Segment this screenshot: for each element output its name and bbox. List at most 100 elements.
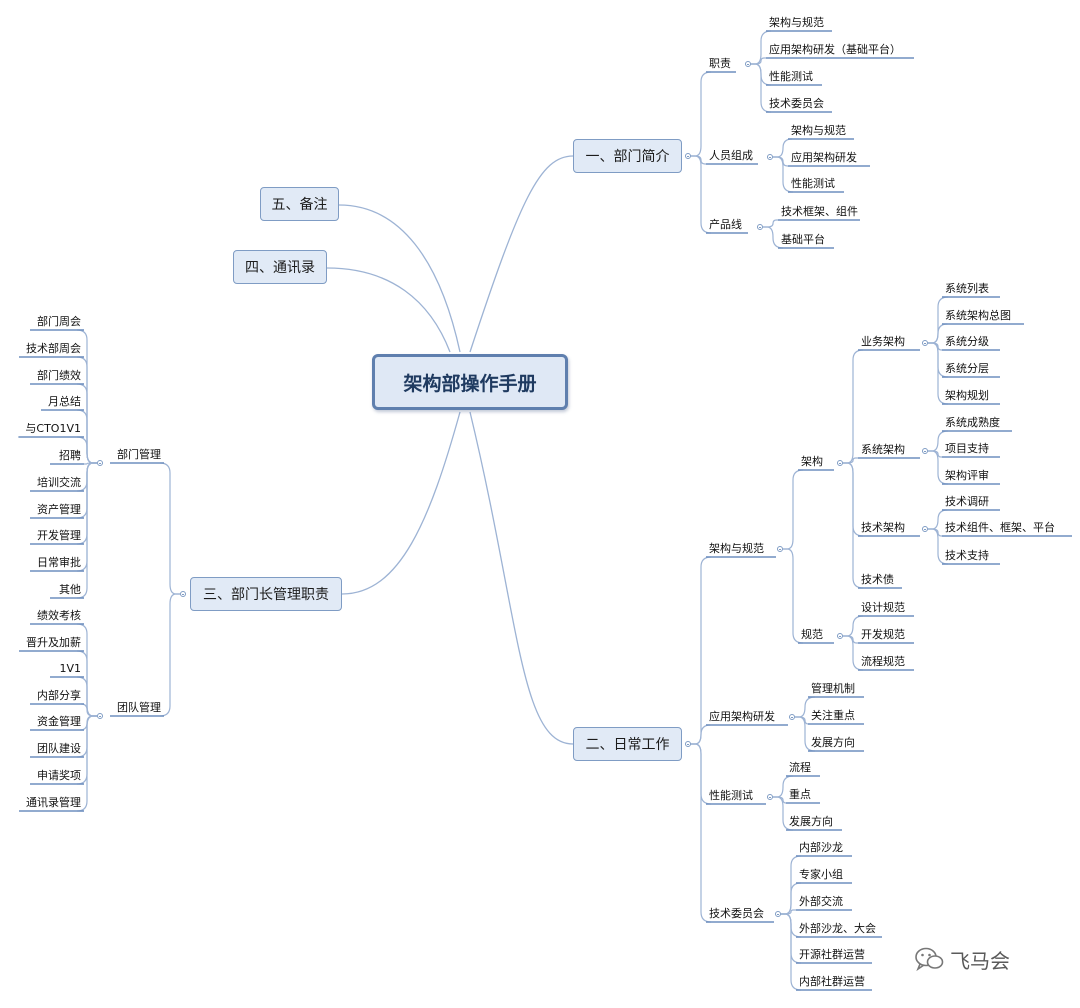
b2-standards-toggle[interactable] xyxy=(837,633,843,639)
b2-business-arch-toggle[interactable] xyxy=(922,340,928,346)
b3-dept-item-5[interactable]: 招聘 xyxy=(59,449,81,462)
b3-dept-item-4[interactable]: 与CTO1V1 xyxy=(25,422,81,435)
b2-committee-toggle[interactable] xyxy=(775,911,781,917)
b2-tech-item-0[interactable]: 技术调研 xyxy=(945,495,989,508)
b2-perf-item-1[interactable]: 重点 xyxy=(789,788,811,801)
b1-staff-items-link-2 xyxy=(773,156,794,193)
b1-duty-item-2[interactable]: 性能测试 xyxy=(769,70,813,83)
b3-dept-item-6[interactable]: 培训交流 xyxy=(37,476,81,489)
b2-system-arch[interactable]: 系统架构 xyxy=(861,443,905,456)
b2-committee-item-4[interactable]: 开源社群运营 xyxy=(799,948,865,961)
branch-contacts[interactable]: 四、通讯录 xyxy=(233,250,327,284)
b3-dept-mgmt[interactable]: 部门管理 xyxy=(117,448,161,461)
branch-department-intro[interactable]: 一、部门简介 xyxy=(573,139,682,173)
b2-tech-arch[interactable]: 技术架构 xyxy=(861,521,905,534)
b3-team-mgmt[interactable]: 团队管理 xyxy=(117,701,161,714)
b2-arch[interactable]: 架构 xyxy=(801,455,823,468)
b3-link-1 xyxy=(159,593,180,717)
b2-app-arch[interactable]: 应用架构研发 xyxy=(709,710,775,723)
b1-product-line[interactable]: 产品线 xyxy=(709,218,742,231)
b2-committee-item-2[interactable]: 外部交流 xyxy=(799,895,843,908)
b2-committee-item-0[interactable]: 内部沙龙 xyxy=(799,841,843,854)
b1-duty-item-1[interactable]: 应用架构研发（基础平台） xyxy=(769,43,901,56)
b2-app-item-1[interactable]: 关注重点 xyxy=(811,709,855,722)
b2-app-arch-toggle[interactable] xyxy=(789,714,795,720)
b1-duties[interactable]: 职责 xyxy=(709,57,731,70)
b2-tech-item-1[interactable]: 技术组件、框架、平台 xyxy=(945,521,1055,534)
b2-perf-item-2[interactable]: 发展方向 xyxy=(789,815,833,828)
b3-team-item-7[interactable]: 通讯录管理 xyxy=(26,796,81,809)
b2-business-item-1[interactable]: 系统架构总图 xyxy=(945,309,1011,322)
b2-committee-item-3[interactable]: 外部沙龙、大会 xyxy=(799,922,876,935)
b1-collapse-toggle[interactable] xyxy=(685,153,691,159)
b2-standard-item-1[interactable]: 开发规范 xyxy=(861,628,905,641)
b2-system-item-0[interactable]: 系统成熟度 xyxy=(945,416,1000,429)
b2-perf-test[interactable]: 性能测试 xyxy=(709,789,753,802)
b2-system-arch-toggle[interactable] xyxy=(922,448,928,454)
b3-dept-item-1[interactable]: 技术部周会 xyxy=(26,342,81,355)
b1-staff-item-0[interactable]: 架构与规范 xyxy=(791,124,846,137)
b1-duties-toggle[interactable] xyxy=(745,61,751,67)
b3-team-item-4[interactable]: 资金管理 xyxy=(37,715,81,728)
b3-collapse-toggle[interactable] xyxy=(180,591,186,597)
b2-system-item-1[interactable]: 项目支持 xyxy=(945,442,989,455)
b3-team-item-6[interactable]: 申请奖项 xyxy=(37,769,81,782)
b1-duties-items-link-3 xyxy=(751,63,772,113)
root-link-b4 xyxy=(326,267,451,353)
b2-standards[interactable]: 规范 xyxy=(801,628,823,641)
b1-link-0 xyxy=(691,71,712,157)
b2-perf-test-toggle[interactable] xyxy=(767,794,773,800)
b3-dept-item-3[interactable]: 月总结 xyxy=(48,395,81,408)
b2-business-item-0[interactable]: 系统列表 xyxy=(945,282,989,295)
b1-staffing[interactable]: 人员组成 xyxy=(709,149,753,162)
b2-arch-standards-toggle[interactable] xyxy=(777,546,783,552)
b3-dept-item-8[interactable]: 开发管理 xyxy=(37,529,81,542)
b2-business-arch[interactable]: 业务架构 xyxy=(861,335,905,348)
b2-arch-toggle[interactable] xyxy=(837,460,843,466)
branch-manager-duties[interactable]: 三、部门长管理职责 xyxy=(190,577,342,611)
b1-product-item-0[interactable]: 技术框架、组件 xyxy=(781,205,858,218)
b2-perf-item-0[interactable]: 流程 xyxy=(789,761,811,774)
b3-dept-item-2[interactable]: 部门绩效 xyxy=(37,369,81,382)
b2-app-item-0[interactable]: 管理机制 xyxy=(811,682,855,695)
b3-dept-item-10[interactable]: 其他 xyxy=(59,583,81,596)
root-topic[interactable]: 架构部操作手册 xyxy=(372,354,568,410)
b2-committee-item-5[interactable]: 内部社群运营 xyxy=(799,975,865,988)
b1-duty-item-0[interactable]: 架构与规范 xyxy=(769,16,824,29)
b3-dept-item-9[interactable]: 日常审批 xyxy=(37,556,81,569)
b3-team-item-1[interactable]: 晋升及加薪 xyxy=(26,636,81,649)
b1-product-toggle[interactable] xyxy=(757,224,763,230)
b1-staff-item-2[interactable]: 性能测试 xyxy=(791,177,835,190)
b3-team-item-2[interactable]: 1V1 xyxy=(59,662,81,675)
b3-team-item-5[interactable]: 团队建设 xyxy=(37,742,81,755)
b3-dept-toggle[interactable] xyxy=(97,460,103,466)
branch-daily-work[interactable]: 二、日常工作 xyxy=(573,727,682,761)
b2-tech-debt[interactable]: 技术债 xyxy=(861,573,894,586)
b3-team-item-3[interactable]: 内部分享 xyxy=(37,689,81,702)
b3-team-toggle[interactable] xyxy=(97,713,103,719)
root-link-b3 xyxy=(341,411,461,595)
b2-app-item-2[interactable]: 发展方向 xyxy=(811,736,855,749)
b2-business-item-2[interactable]: 系统分级 xyxy=(945,335,989,348)
b2-business-item-4[interactable]: 架构规划 xyxy=(945,389,989,402)
b3-dept-item-7[interactable]: 资产管理 xyxy=(37,503,81,516)
b2-standard-item-0[interactable]: 设计规范 xyxy=(861,601,905,614)
b1-staff-item-1[interactable]: 应用架构研发 xyxy=(791,151,857,164)
b2-link-0 xyxy=(691,556,712,745)
b2-tech-item-2[interactable]: 技术支持 xyxy=(945,549,989,562)
b3-team-item-0[interactable]: 绩效考核 xyxy=(37,609,81,622)
b2-business-item-3[interactable]: 系统分层 xyxy=(945,362,989,375)
b2-tech-committee[interactable]: 技术委员会 xyxy=(709,907,764,920)
b2-system-item-2[interactable]: 架构评审 xyxy=(945,469,989,482)
b2-tech-arch-toggle[interactable] xyxy=(922,526,928,532)
b1-duty-item-3[interactable]: 技术委员会 xyxy=(769,97,824,110)
b3-dept-item-0[interactable]: 部门周会 xyxy=(37,315,81,328)
b1-product-item-1[interactable]: 基础平台 xyxy=(781,233,825,246)
b2-collapse-toggle[interactable] xyxy=(685,741,691,747)
branch-notes[interactable]: 五、备注 xyxy=(260,187,339,221)
b2-committee-items-link-5 xyxy=(781,913,802,991)
b2-committee-item-1[interactable]: 专家小组 xyxy=(799,868,843,881)
b2-standard-item-2[interactable]: 流程规范 xyxy=(861,655,905,668)
b2-arch-standards[interactable]: 架构与规范 xyxy=(709,542,764,555)
b1-staffing-toggle[interactable] xyxy=(767,154,773,160)
